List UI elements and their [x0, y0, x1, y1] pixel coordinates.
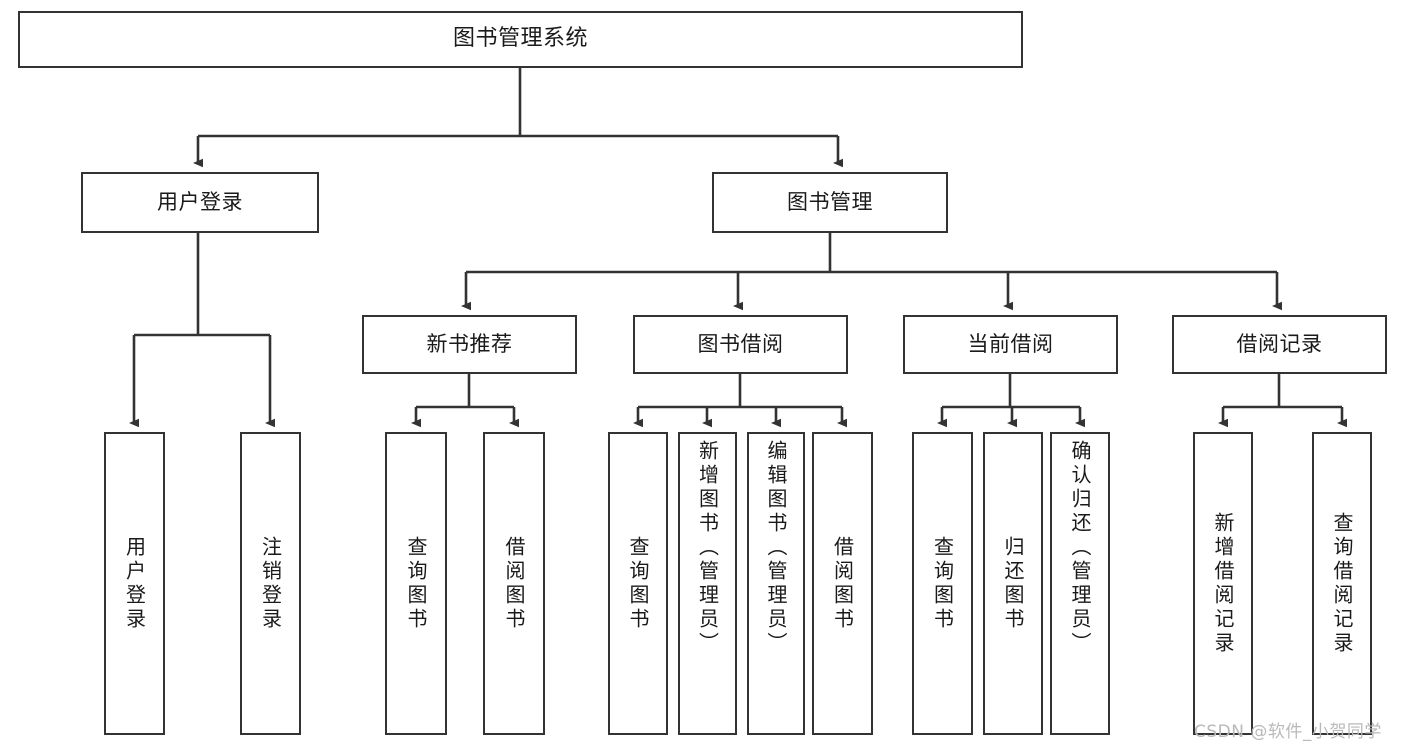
leaf-logout[interactable]: 注销登录: [240, 432, 301, 735]
leaf-return-book[interactable]: 归还图书: [983, 432, 1043, 735]
leaf-add-record[interactable]: 新增借阅记录: [1193, 432, 1253, 735]
leaf-edit-book[interactable]: 编辑图书（管理员）: [747, 432, 805, 735]
node-book-borrow[interactable]: 图书借阅: [633, 315, 848, 374]
node-book-borrow-label: 图书借阅: [697, 331, 784, 356]
leaf-confirm-return-label: 确认归还（管理员）: [1068, 440, 1092, 656]
node-current-borrow[interactable]: 当前借阅: [903, 315, 1118, 374]
leaf-query-book-1[interactable]: 查询图书: [385, 432, 447, 735]
node-user-login[interactable]: 用户登录: [81, 172, 319, 233]
leaf-query-record[interactable]: 查询借阅记录: [1312, 432, 1372, 735]
leaf-borrow-book-1-label: 借阅图书: [502, 535, 526, 632]
leaf-borrow-book-2-label: 借阅图书: [830, 535, 855, 632]
leaf-edit-book-label: 编辑图书（管理员）: [764, 440, 788, 656]
leaf-add-book[interactable]: 新增图书（管理员）: [678, 432, 737, 735]
leaf-confirm-return[interactable]: 确认归还（管理员）: [1050, 432, 1110, 735]
node-root-label: 图书管理系统: [452, 26, 588, 52]
leaf-user-login-label: 用户登录: [122, 535, 147, 632]
leaf-borrow-book-1[interactable]: 借阅图书: [483, 432, 545, 735]
leaf-query-book-2-label: 查询图书: [626, 535, 650, 632]
leaf-query-book-3-label: 查询图书: [930, 535, 955, 632]
leaf-return-book-label: 归还图书: [1001, 535, 1025, 632]
csdn-watermark: CSDN @软件_小贺同学: [1194, 722, 1382, 742]
leaf-add-book-label: 新增图书（管理员）: [695, 440, 720, 656]
leaf-user-login[interactable]: 用户登录: [104, 432, 165, 735]
node-new-book-recommend[interactable]: 新书推荐: [362, 315, 577, 374]
node-new-book-recommend-label: 新书推荐: [426, 331, 513, 356]
node-root[interactable]: 图书管理系统: [18, 11, 1023, 68]
node-borrow-record[interactable]: 借阅记录: [1172, 315, 1387, 374]
node-borrow-record-label: 借阅记录: [1236, 331, 1323, 356]
leaf-query-book-2[interactable]: 查询图书: [608, 432, 668, 735]
node-book-manage[interactable]: 图书管理: [712, 172, 948, 233]
node-current-borrow-label: 当前借阅: [967, 331, 1054, 356]
leaf-logout-label: 注销登录: [258, 535, 283, 632]
leaf-query-book-1-label: 查询图书: [404, 535, 428, 632]
leaf-borrow-book-2[interactable]: 借阅图书: [812, 432, 873, 735]
leaf-add-record-label: 新增借阅记录: [1211, 511, 1235, 656]
leaf-query-record-label: 查询借阅记录: [1330, 511, 1354, 656]
leaf-query-book-3[interactable]: 查询图书: [912, 432, 973, 735]
node-book-manage-label: 图书管理: [787, 189, 873, 214]
node-user-login-label: 用户登录: [157, 189, 243, 214]
